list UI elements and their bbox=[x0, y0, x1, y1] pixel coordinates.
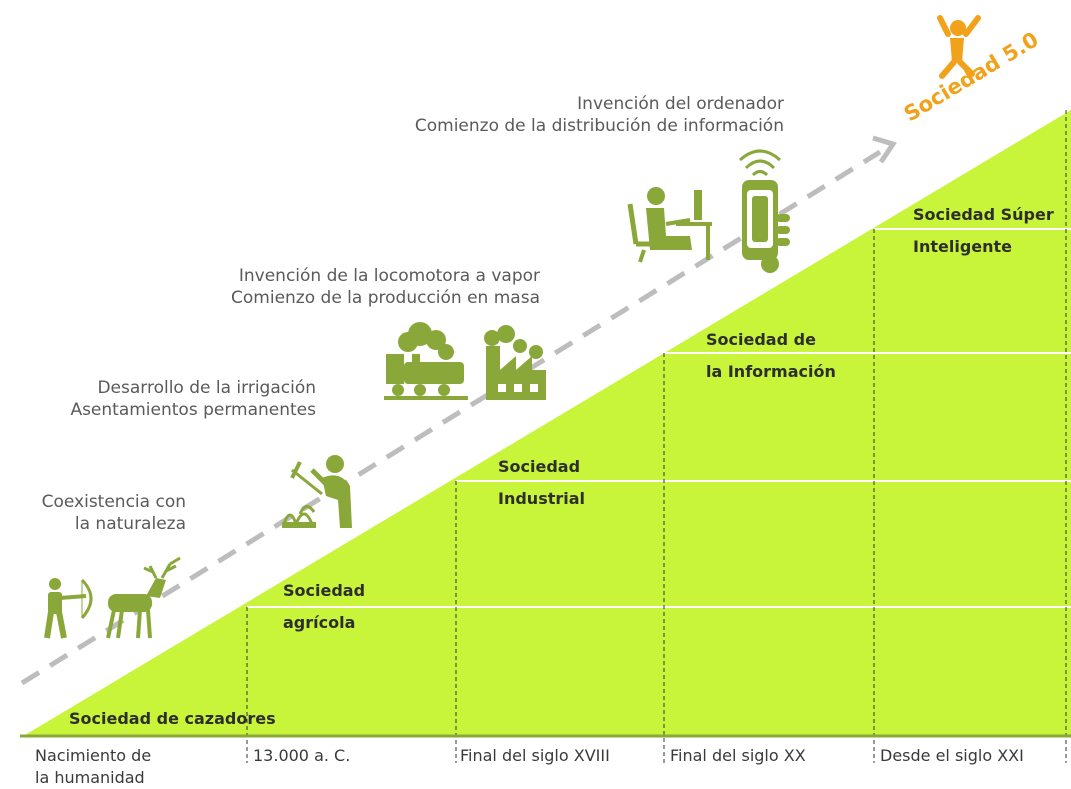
progress-arrow-head bbox=[872, 135, 897, 164]
description-industrial: Invención de la locomotora a vapor Comie… bbox=[180, 265, 540, 309]
society-label-line: Sociedad de bbox=[706, 330, 816, 349]
timeline-super: Desde el siglo XXI bbox=[880, 745, 1024, 767]
computer-phone-icon bbox=[627, 149, 790, 273]
description-agricultural: Desarrollo de la irrigación Asentamiento… bbox=[30, 377, 316, 421]
step-lines bbox=[247, 228, 1071, 608]
farmer-icon bbox=[282, 455, 352, 528]
timeline-label-line: 13.000 a. C. bbox=[253, 746, 351, 765]
description-line: Asentamientos permanentes bbox=[70, 400, 316, 420]
timeline-label-line: Desde el siglo XXI bbox=[880, 746, 1024, 765]
timeline-label-line: Nacimiento de bbox=[35, 746, 152, 765]
description-line: Invención del ordenador bbox=[577, 94, 784, 114]
hunter-deer-icon bbox=[44, 556, 181, 639]
society-label-line: Sociedad de cazadores bbox=[69, 709, 276, 728]
train-factory-icon bbox=[384, 322, 546, 400]
society-label-line: la Información bbox=[706, 362, 836, 381]
timeline-label-line: la humanidad bbox=[35, 768, 145, 787]
society-label-line: Industrial bbox=[498, 489, 586, 508]
description-line: Invención de la locomotora a vapor bbox=[238, 266, 540, 286]
description-line: Comienzo de la producción en masa bbox=[231, 288, 540, 308]
society-label-line: Sociedad Súper bbox=[913, 205, 1054, 224]
description-line: Coexistencia con bbox=[41, 492, 186, 512]
society-hunters: Sociedad de cazadores bbox=[69, 703, 276, 735]
timeline-agricultural: 13.000 a. C. bbox=[253, 745, 350, 767]
society-label-line: Inteligente bbox=[913, 237, 1013, 256]
society-industrial: Sociedad Industrial bbox=[498, 451, 585, 515]
society-information: Sociedad de la Información bbox=[706, 324, 836, 388]
description-line: Desarrollo de la irrigación bbox=[97, 378, 316, 398]
timeline-industrial: Final del siglo XVIII bbox=[460, 745, 610, 767]
society-label-line: Sociedad bbox=[498, 457, 581, 476]
description-information: Invención del ordenador Comienzo de la d… bbox=[340, 93, 784, 137]
timeline-label-line: Final del siglo XX bbox=[670, 746, 806, 765]
description-line: la naturaleza bbox=[74, 514, 186, 534]
timeline-origin: Nacimiento de la humanidad bbox=[35, 745, 151, 789]
jumping-person-icon bbox=[937, 15, 981, 79]
society-label-line: Sociedad bbox=[283, 581, 366, 600]
timeline-label-line: Final del siglo XVIII bbox=[460, 746, 610, 765]
society-agricultural: Sociedad agrícola bbox=[283, 575, 365, 639]
description-hunters: Coexistencia con la naturaleza bbox=[0, 491, 186, 535]
progress-arrow bbox=[20, 149, 882, 686]
society-super-intelligent: Sociedad Súper Inteligente bbox=[913, 199, 1054, 263]
timeline-information: Final del siglo XX bbox=[670, 745, 806, 767]
growth-triangle bbox=[25, 110, 1071, 735]
description-line: Comienzo de la distribución de informaci… bbox=[414, 116, 784, 136]
society-label-line: agrícola bbox=[283, 613, 356, 632]
